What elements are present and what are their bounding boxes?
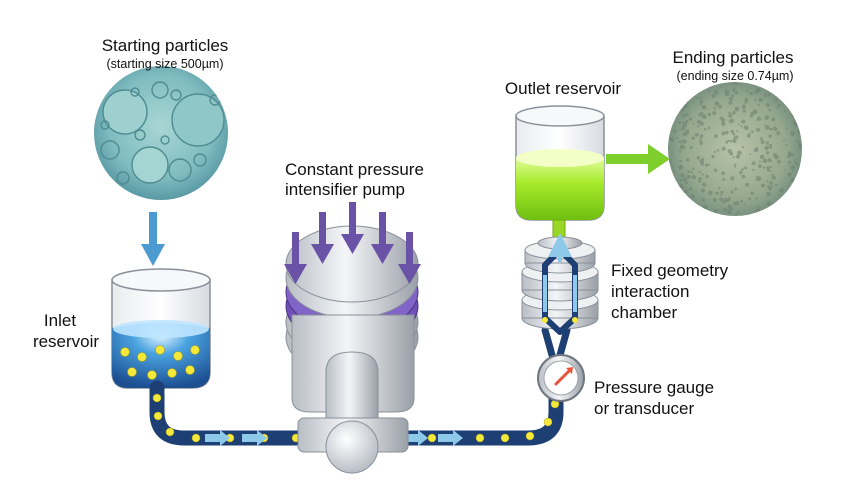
pump-label-line2: intensifier pump [285,180,405,199]
outlet-reservoir [515,105,605,243]
chamber-label-line1: Fixed geometry [611,261,729,280]
output-arrow-icon [606,144,670,174]
intensifier-pump [285,225,419,474]
flow-arrow-icon [141,212,165,266]
starting-particles-image [94,66,228,200]
ending-particles-image [668,82,802,216]
starting-particles-title: Starting particles [102,36,229,55]
chamber-label-line2: interaction [611,282,689,301]
starting-particles-size: (starting size 500µm) [107,57,224,71]
interaction-chamber [521,237,599,335]
outlet-reservoir-label: Outlet reservoir [505,79,622,98]
inlet-reservoir-label-line2: reservoir [33,332,99,351]
gauge-icon [537,354,585,402]
chamber-label-line3: chamber [611,303,677,322]
pump-label-line1: Constant pressure [285,160,424,179]
inlet-reservoir [111,268,211,389]
ending-particles-title: Ending particles [673,48,794,67]
inlet-reservoir-label-line1: Inlet [44,311,76,330]
flow-arrow-icon [205,430,463,446]
gauge-label-line2: or transducer [594,399,694,418]
ending-particles-size: (ending size 0.74µm) [677,69,794,83]
pressure-arrow-icon [284,202,421,284]
gauge-label-line1: Pressure gauge [594,378,714,397]
